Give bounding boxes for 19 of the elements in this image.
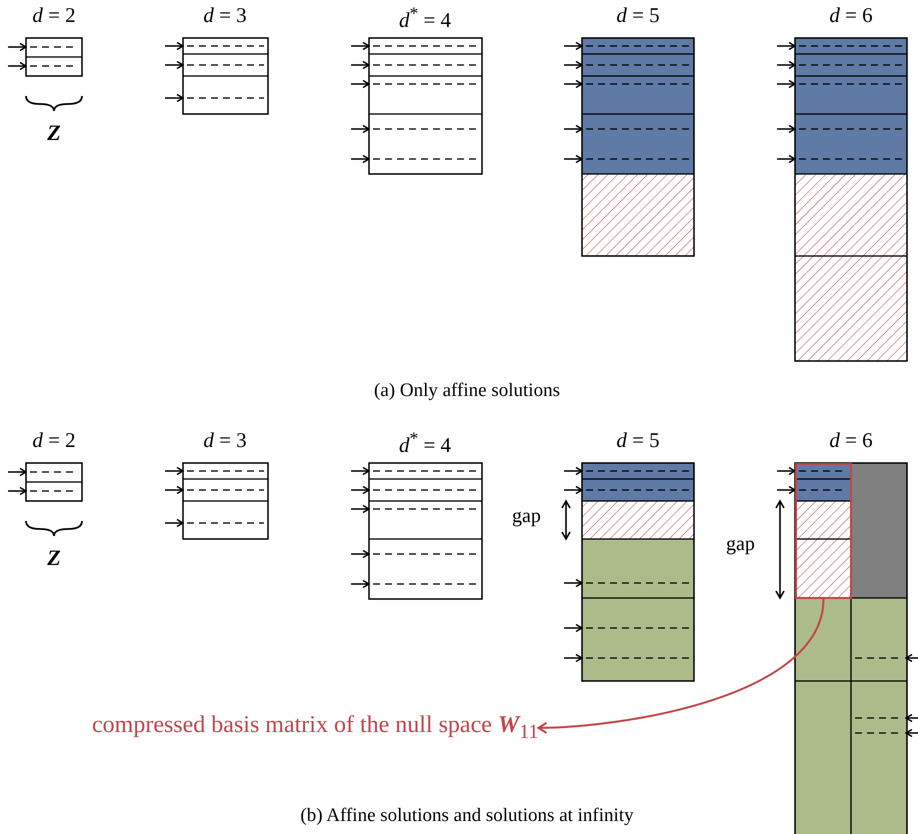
highlight-box [795,463,852,599]
leader-arrow [538,598,824,734]
subfigure-caption: (b) Affine solutions and solutions at infinity [300,805,634,827]
matrix-title: d$^{*}$ = 4 [398,428,452,458]
matrix-symbol: Z [47,545,61,571]
gap-label: gap [726,533,755,556]
matrix-title: d$^{*}$ = 4 [398,3,452,33]
callout-text: compressed basis matrix of the null space W$_{11}$ [92,712,538,744]
matrix-title: d = 5 [616,428,660,453]
gap-label: gap [512,505,541,528]
matrix-title: d = 5 [616,3,660,28]
matrix-title: d = 6 [829,3,873,28]
subfigure-caption: (a) Only affine solutions [374,380,560,402]
matrix-title: d = 3 [203,428,247,453]
matrix-symbol: Z [47,120,61,146]
matrix-title: d = 2 [32,428,76,453]
matrix-title: d = 3 [203,3,247,28]
matrix-title: d = 6 [829,428,873,453]
matrix-title: d = 2 [32,3,76,28]
